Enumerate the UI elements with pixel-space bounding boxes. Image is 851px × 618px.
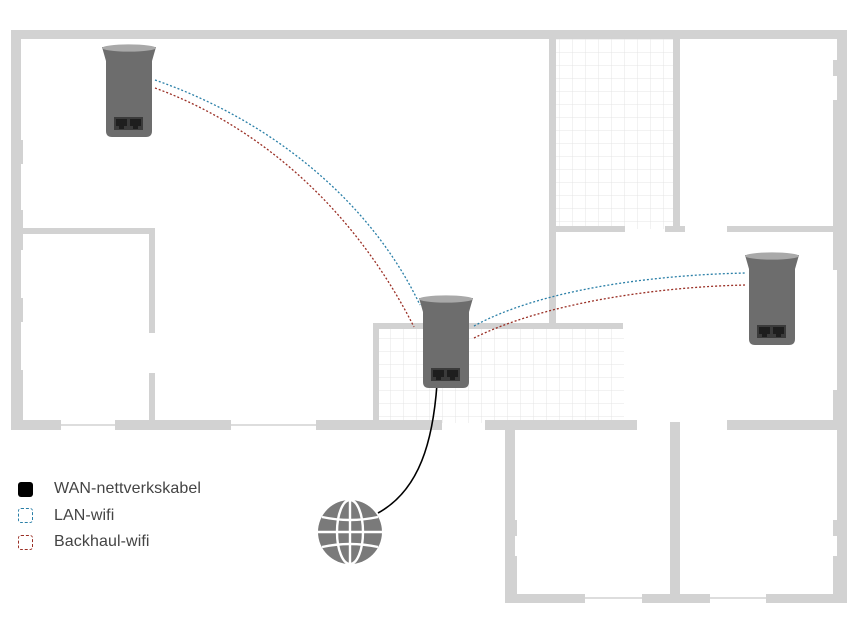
backhaul-wifi-links <box>154 87 747 339</box>
legend-label-wan: WAN-nettverkskabel <box>54 480 202 498</box>
wan-cable <box>377 383 438 514</box>
router-icon-satellite-top-left <box>102 44 156 137</box>
legend-label-backhaul-wifi: Backhaul-wifi <box>54 533 150 551</box>
lan-wifi-link-top-left <box>154 79 421 306</box>
lan-wifi-links <box>154 79 747 327</box>
lan-wifi-swatch-icon <box>18 508 33 524</box>
legend-item-wan: WAN-nettverkskabel <box>18 476 201 503</box>
globe-icon <box>318 498 382 566</box>
window-lines <box>15 164 842 599</box>
router-icon-main <box>419 295 473 388</box>
legend-item-backhaul-wifi: Backhaul-wifi <box>18 529 201 556</box>
backhaul-wifi-link-top-left <box>154 87 415 328</box>
wan-cable-swatch-icon <box>18 481 33 497</box>
walls <box>11 30 847 603</box>
legend-label-lan-wifi: LAN-wifi <box>54 506 115 524</box>
tiled-floor-areas <box>378 39 675 423</box>
backhaul-wifi-swatch-icon <box>18 534 33 550</box>
backhaul-wifi-link-right <box>473 284 747 339</box>
lan-wifi-link-right <box>473 272 747 327</box>
router-icon-satellite-right <box>745 252 799 345</box>
legend-item-lan-wifi: LAN-wifi <box>18 503 201 530</box>
legend: WAN-nettverkskabel LAN-wifi Backhaul-wif… <box>18 476 201 556</box>
